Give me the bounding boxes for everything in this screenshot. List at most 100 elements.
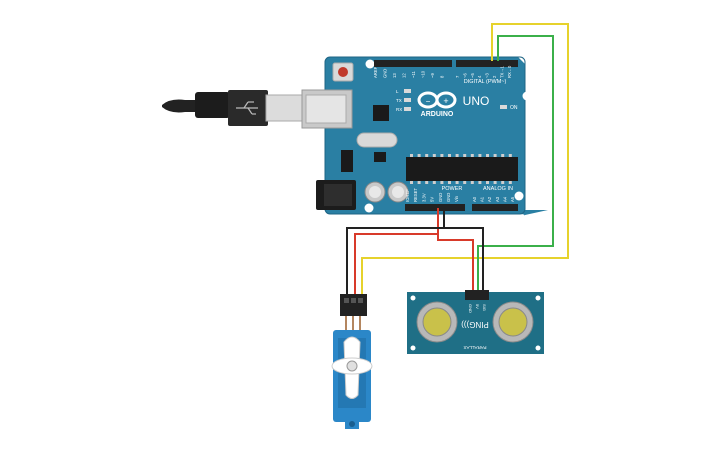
sensor-pin-label: SIG xyxy=(482,304,487,311)
power-pin-label: Vin xyxy=(454,195,459,202)
chip-pin xyxy=(470,154,474,157)
usb-plug-metal xyxy=(265,94,303,122)
crystal-oscillator xyxy=(356,132,398,148)
power-pin-label: IOREF xyxy=(405,189,410,202)
wire-yellow-signal[interactable] xyxy=(361,23,569,298)
chip-pins xyxy=(410,154,512,184)
chip-pin xyxy=(508,181,512,184)
wire-red-5v-servo[interactable] xyxy=(354,208,439,298)
digital-pin-label: ~6 xyxy=(462,73,467,78)
chip-pin xyxy=(478,181,482,184)
digital-pin-label: ~5 xyxy=(470,73,475,78)
digital-pin-label: GND xyxy=(383,69,388,78)
chip-pin xyxy=(425,181,429,184)
mounting-hole xyxy=(514,191,524,201)
status-led-label: TX xyxy=(396,98,402,103)
digital-header-right[interactable] xyxy=(456,60,518,67)
chip-pin xyxy=(493,181,497,184)
servo-connector-pin xyxy=(358,298,363,303)
on-led xyxy=(500,105,507,109)
on-led-label: ON xyxy=(510,105,518,111)
arduino-logo-text: ARDUINO xyxy=(421,111,454,118)
chip-pin xyxy=(486,181,489,184)
servo-connector xyxy=(340,294,367,316)
micro-servo[interactable] xyxy=(331,294,373,429)
status-led xyxy=(404,89,411,93)
chip-pin xyxy=(417,181,421,184)
chip-pin xyxy=(410,181,413,184)
sensor-hole xyxy=(535,345,541,351)
usb-b-port-inner xyxy=(305,94,347,124)
chip-pin xyxy=(478,154,482,157)
transducer-right xyxy=(498,307,528,337)
digital-pin-label: ~9 xyxy=(430,73,435,78)
usb-cable-strain-relief xyxy=(162,99,200,113)
chip-pin xyxy=(486,154,489,157)
analog-pin-label: A1 xyxy=(480,196,485,202)
wire-green-sensor-sig[interactable] xyxy=(477,35,554,298)
chip-pin xyxy=(493,154,497,157)
chip-pin xyxy=(508,154,512,157)
transducer-left xyxy=(422,307,452,337)
wire-black-gnd-servo[interactable] xyxy=(346,208,445,298)
chip-pin xyxy=(470,181,474,184)
usb-cable[interactable] xyxy=(162,90,303,126)
capacitor-top xyxy=(392,186,404,198)
chip-pin xyxy=(501,154,505,157)
status-led-label: L xyxy=(396,89,399,94)
chip-pin xyxy=(448,181,451,184)
servo-connector-pin xyxy=(344,298,349,303)
sensor-name-text: PING))) xyxy=(461,320,489,329)
power-pin-label: RESET xyxy=(413,188,418,202)
power-header[interactable] xyxy=(405,204,465,211)
analog-in-label: ANALOG IN xyxy=(483,186,513,192)
digital-pin-label: 12 xyxy=(402,73,407,78)
analog-pin-label: A2 xyxy=(487,196,492,202)
analog-pin-label: A0 xyxy=(472,196,477,202)
mounting-hole xyxy=(522,91,532,101)
power-pin-label: GND xyxy=(446,193,451,202)
digital-pin-label: RX←0 xyxy=(507,65,512,78)
servo-leads xyxy=(345,316,361,330)
digital-header-left[interactable] xyxy=(374,60,452,67)
servo-horn-hub xyxy=(346,360,358,372)
mounting-hole xyxy=(365,59,375,69)
servo-tab-hole xyxy=(349,421,355,427)
arduino-logo: − + xyxy=(417,91,457,109)
wire-black-gnd-sensor[interactable] xyxy=(444,227,484,298)
small-chip xyxy=(374,152,386,162)
analog-pin-label: A3 xyxy=(495,196,500,202)
status-led xyxy=(404,107,411,111)
usb-icon xyxy=(236,101,258,115)
wire-red-5v-sensor[interactable] xyxy=(437,234,474,298)
digital-pin-label: ~10 xyxy=(421,70,426,78)
uno-model-text: UNO xyxy=(463,94,490,108)
analog-pin-label: A5 xyxy=(510,196,515,202)
reset-button-cap[interactable] xyxy=(338,67,348,77)
power-pin-label: GND xyxy=(438,193,443,202)
analog-pin-label: A4 xyxy=(502,196,507,202)
status-led xyxy=(404,98,411,102)
digital-pin-label: AREF xyxy=(373,66,378,78)
capacitor-top xyxy=(369,186,381,198)
dc-power-jack-inner xyxy=(324,184,352,206)
analog-header[interactable] xyxy=(472,204,518,211)
power-pin-label: 5V xyxy=(430,197,435,202)
wires xyxy=(346,23,569,298)
svg-text:−: − xyxy=(426,97,431,106)
sensor-hole xyxy=(410,295,416,301)
digital-header-label: DIGITAL (PWM~) xyxy=(464,79,507,85)
sensor-hole xyxy=(535,295,541,301)
chip-pin xyxy=(463,154,467,157)
digital-pin-label: 4 xyxy=(477,75,482,78)
chip-pin xyxy=(432,154,436,157)
sensor-header[interactable] xyxy=(465,290,489,300)
power-pin-label: 3.3V xyxy=(421,193,426,202)
chip-pin xyxy=(455,154,459,157)
